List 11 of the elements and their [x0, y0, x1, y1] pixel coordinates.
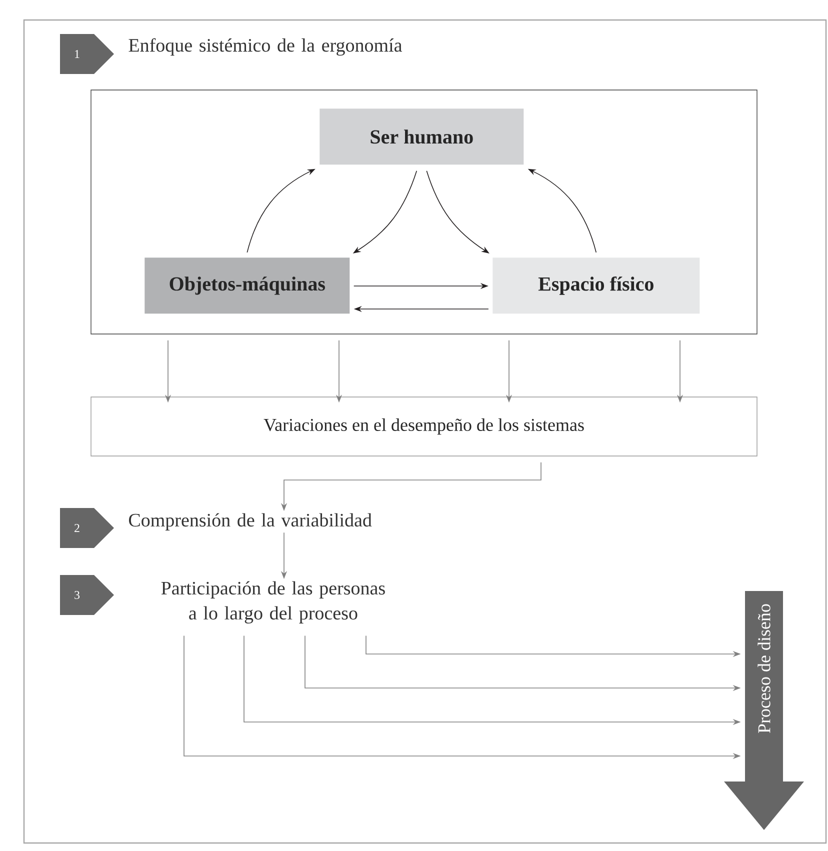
process-box: Ser humano	[320, 108, 524, 165]
step-heading: Enfoque sistémico de la ergonomía	[128, 38, 402, 56]
step-heading: Participación de las personas a lo largo del proceso	[161, 581, 385, 624]
process-box: Variaciones en el desempeño de los sistemas	[90, 396, 758, 456]
system-frame	[90, 90, 758, 334]
process-box: Objetos-máquinas	[144, 258, 350, 314]
step-number-tag: 1	[60, 34, 114, 74]
step-number-tag: 2	[60, 508, 114, 548]
step-heading: Comprensión de la variabilidad	[128, 513, 372, 530]
step-number-tag: 3	[60, 575, 114, 615]
process-box: Espacio físico	[492, 258, 700, 314]
